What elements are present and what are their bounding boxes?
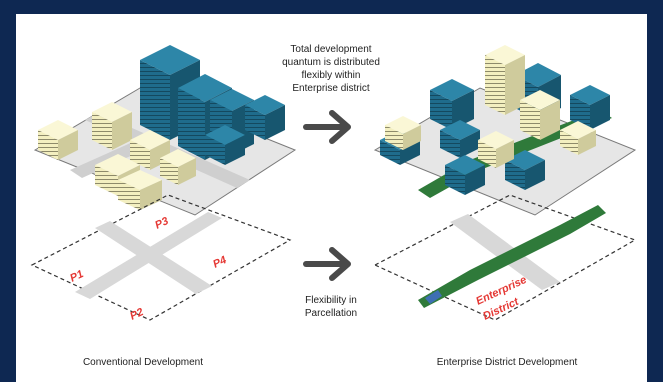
conventional-parcel-outline xyxy=(30,194,292,321)
enterprise-parcel-green-corridor xyxy=(418,205,606,308)
conventional-teal-buildings xyxy=(140,45,285,165)
enterprise-water-feature xyxy=(425,290,442,304)
enterprise-district-diagram xyxy=(373,45,637,321)
parcel-label-p4: P4 xyxy=(211,254,228,271)
enterprise-parcel-road xyxy=(450,214,560,290)
bottom-arrow-text-line-1: Flexibility in xyxy=(305,295,357,306)
arrow-right-icon xyxy=(303,247,351,281)
parcel-label-p2: P2 xyxy=(128,306,145,323)
enterprise-cream-buildings xyxy=(385,45,596,168)
top-arrow-group: Total development quantum is distributed… xyxy=(282,44,380,144)
parcel-label-p1: P1 xyxy=(68,268,85,285)
bottom-arrow-group: Flexibility in Parcellation xyxy=(303,247,357,319)
conventional-development-diagram xyxy=(30,45,297,321)
top-arrow-text-line-2: quantum is distributed xyxy=(282,57,380,68)
arrow-right-icon xyxy=(303,110,351,144)
caption-enterprise: Enterprise District Development xyxy=(437,357,578,368)
parcel-label-p3: P3 xyxy=(153,215,170,232)
parcel-road-cross xyxy=(95,221,212,294)
caption-conventional: Conventional Development xyxy=(83,357,203,368)
conventional-cream-buildings xyxy=(38,102,196,210)
top-arrow-text-line-1: Total development xyxy=(290,44,371,55)
top-arrow-text-line-3: flexibly within xyxy=(302,70,361,81)
bottom-arrow-text-line-2: Parcellation xyxy=(305,308,357,319)
top-arrow-text-line-4: Enterprise district xyxy=(292,83,369,94)
